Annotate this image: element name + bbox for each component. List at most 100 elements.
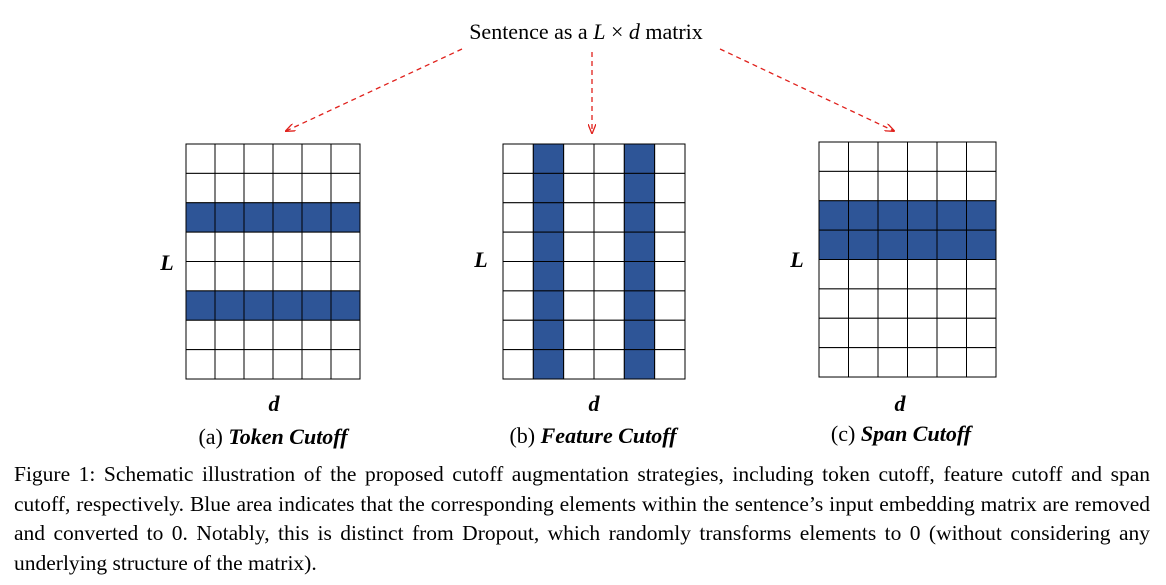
matrix-cell: [818, 347, 849, 378]
cutoff-cell: [532, 143, 565, 174]
matrix-cell: [502, 319, 534, 351]
arrows: [286, 48, 894, 133]
cutoff-cell: [877, 229, 908, 261]
matrix-cell: [936, 347, 967, 378]
matrix-cell: [818, 141, 849, 172]
cutoff-cell: [272, 202, 303, 233]
matrix-cell: [185, 319, 216, 351]
matrix-cell: [818, 170, 849, 202]
matrix-cell: [301, 172, 332, 204]
matrix-cell: [966, 170, 997, 202]
matrix-cell: [936, 170, 967, 202]
matrix-cell: [301, 319, 332, 351]
matrix-feature: [502, 143, 686, 380]
matrix-cell: [966, 288, 997, 319]
matrix-cell: [272, 319, 303, 351]
cutoff-cell: [966, 229, 997, 261]
matrix-cell: [966, 347, 997, 378]
matrix-cell: [593, 349, 625, 380]
cutoff-cell: [532, 172, 565, 204]
matrix-cell: [654, 349, 686, 380]
matrix-cell: [330, 172, 361, 204]
col-label: d: [895, 391, 907, 416]
matrix-cell: [330, 319, 361, 351]
matrix-cell: [502, 202, 534, 233]
panel-token-cutoff: L d (a) Token Cutoff: [159, 143, 361, 449]
matrix-cell: [907, 288, 938, 319]
panel-span-cutoff: L d (c) Span Cutoff: [789, 141, 997, 446]
matrix-cell: [593, 261, 625, 292]
matrix-cell: [272, 143, 303, 174]
matrix-cell: [848, 259, 879, 290]
matrix-cell: [502, 143, 534, 174]
matrix-cell: [502, 231, 534, 263]
matrix-cell: [877, 170, 908, 202]
matrix-cell: [936, 259, 967, 290]
matrix-cell: [301, 231, 332, 263]
matrix-cell: [907, 259, 938, 290]
matrix-cell: [654, 290, 686, 321]
matrix-cell: [272, 349, 303, 380]
cutoff-cell: [623, 319, 656, 351]
matrix-cell: [966, 317, 997, 349]
matrix-cell: [936, 317, 967, 349]
cutoff-cell: [532, 231, 565, 263]
matrix-cell: [848, 141, 879, 172]
matrix-cell: [936, 141, 967, 172]
row-label: L: [789, 247, 803, 272]
matrix-cell: [214, 143, 245, 174]
matrix-cell: [654, 231, 686, 263]
matrix-cell: [214, 319, 245, 351]
panel-caption: (b) Feature Cutoff: [509, 423, 679, 448]
cutoff-diagram: Sentence as a L × d matrix L d (a) Token…: [159, 19, 997, 449]
matrix-cell: [818, 317, 849, 349]
matrix-cell: [818, 288, 849, 319]
cutoff-cell: [301, 202, 332, 233]
cutoff-cell: [623, 290, 656, 321]
matrix-cell: [654, 319, 686, 351]
matrix-cell: [848, 170, 879, 202]
matrix-cell: [502, 261, 534, 292]
cutoff-cell: [532, 261, 565, 292]
matrix-cell: [877, 259, 908, 290]
cutoff-cell: [623, 143, 656, 174]
matrix-cell: [502, 290, 534, 321]
cutoff-cell: [623, 261, 656, 292]
cutoff-cell: [532, 349, 565, 380]
cutoff-cell: [272, 290, 303, 321]
cutoff-cell: [532, 202, 565, 233]
title-times: ×: [605, 19, 628, 44]
cutoff-cell: [966, 200, 997, 231]
matrix-cell: [243, 261, 274, 292]
caption-name: Feature Cutoff: [540, 423, 680, 448]
cutoff-cell: [214, 202, 245, 233]
cutoff-cell: [623, 172, 656, 204]
matrix-cell: [848, 288, 879, 319]
cutoff-cell: [185, 290, 216, 321]
matrix-cell: [593, 172, 625, 204]
matrix-cell: [185, 172, 216, 204]
panel-caption: (a) Token Cutoff: [198, 424, 350, 449]
matrix-token: [185, 143, 361, 380]
panel-feature-cutoff: L d (b) Feature Cutoff: [473, 143, 686, 448]
matrix-cell: [877, 141, 908, 172]
matrix-cell: [185, 261, 216, 292]
matrix-cell: [907, 141, 938, 172]
matrix-cell: [966, 141, 997, 172]
cutoff-cell: [330, 290, 361, 321]
caption-prefix: (c): [831, 421, 861, 446]
matrix-cell: [593, 231, 625, 263]
cutoff-cell: [818, 200, 849, 231]
cutoff-cell: [532, 290, 565, 321]
matrix-cell: [243, 349, 274, 380]
matrix-cell: [966, 259, 997, 290]
matrix-cell: [185, 143, 216, 174]
matrix-cell: [243, 172, 274, 204]
matrix-cell: [214, 349, 245, 380]
matrix-cell: [243, 231, 274, 263]
matrix-cell: [272, 172, 303, 204]
matrix-cell: [214, 261, 245, 292]
matrix-cell: [593, 143, 625, 174]
matrix-cell: [654, 143, 686, 174]
matrix-cell: [330, 349, 361, 380]
